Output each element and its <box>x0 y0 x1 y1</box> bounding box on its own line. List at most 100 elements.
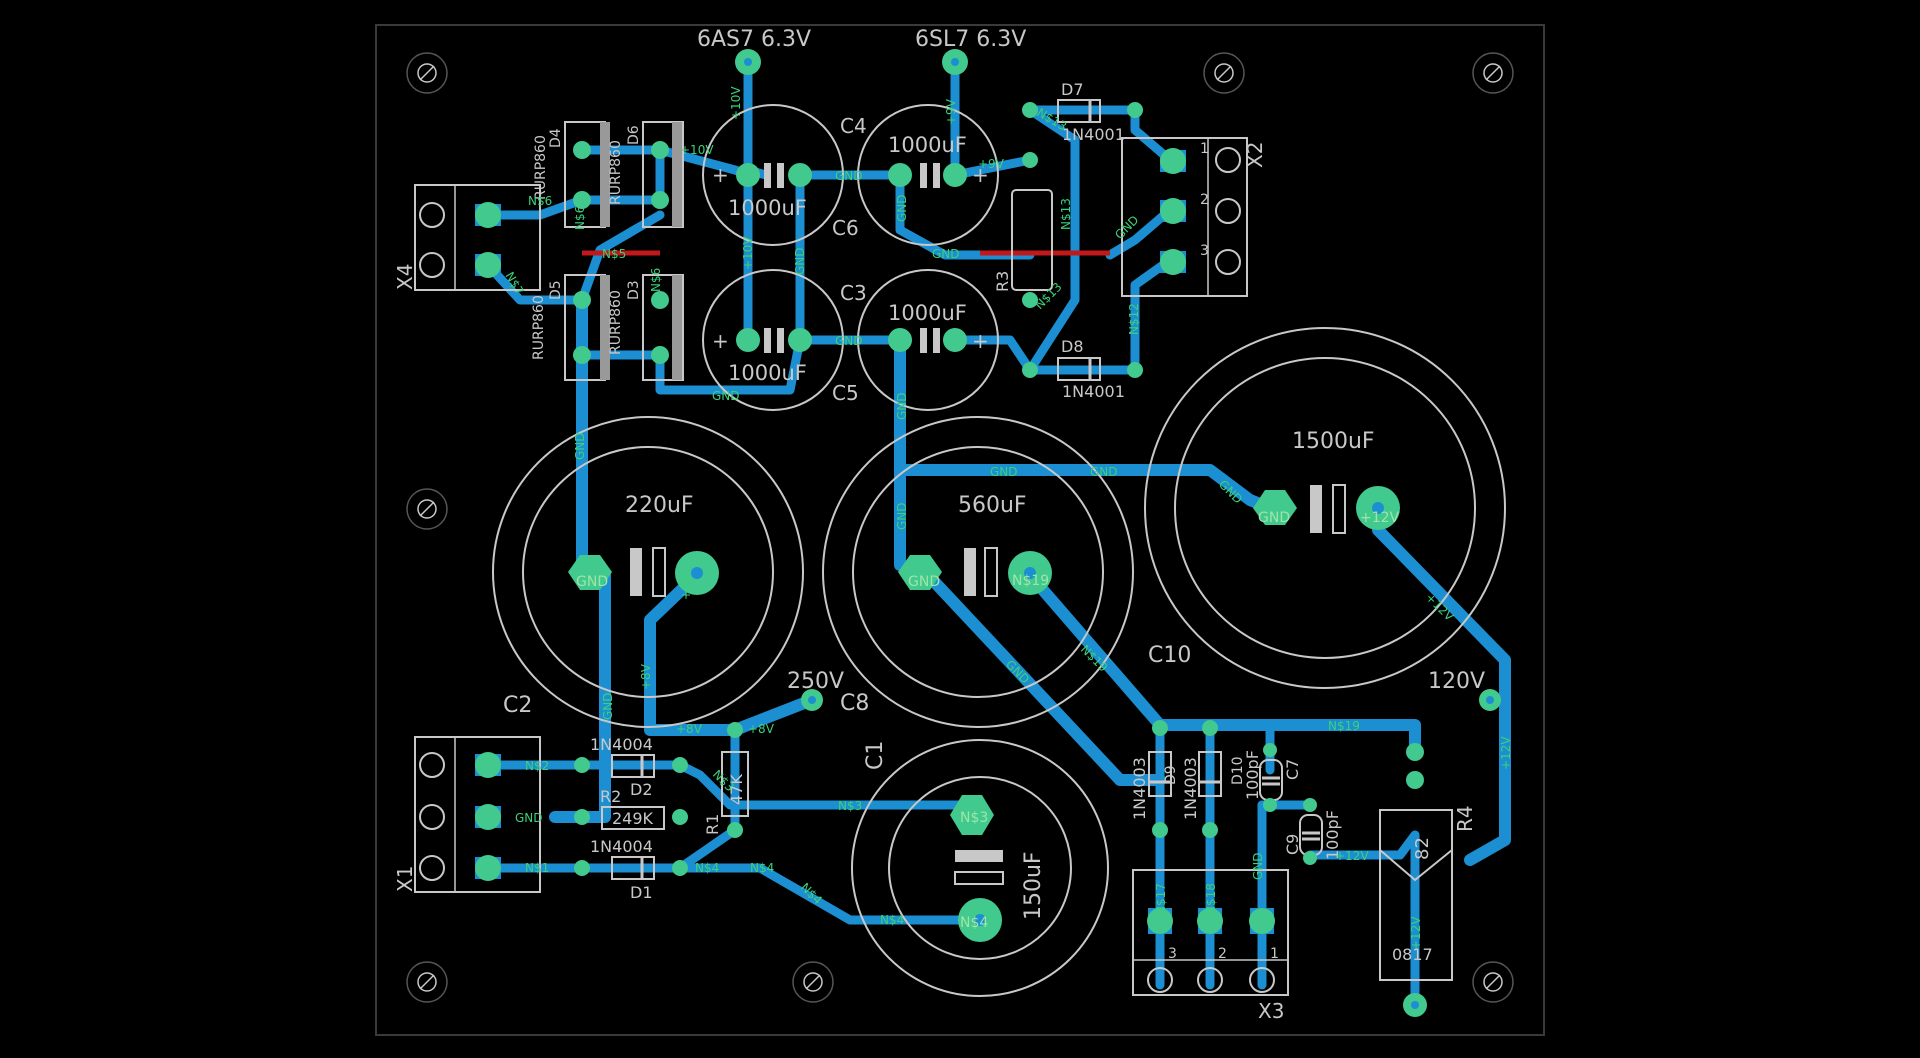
mounting-holes <box>406 52 1514 1003</box>
value-d5: RURP860 <box>531 295 547 360</box>
pin-label: 2 <box>1218 946 1227 962</box>
resistor-r1: 47K R1 <box>703 722 749 838</box>
svg-text:GND: GND <box>990 465 1018 479</box>
svg-text:GND: GND <box>835 169 863 183</box>
svg-text:N$4: N$4 <box>695 861 719 875</box>
svg-text:N$2: N$2 <box>525 759 549 773</box>
ref-d8: D8 <box>1061 337 1084 356</box>
ref-c7: C7 <box>1283 759 1302 780</box>
value-c4: 1000uF <box>888 133 967 157</box>
svg-text:+12V: +12V <box>1499 736 1513 770</box>
svg-text:GND: GND <box>835 334 863 348</box>
mounting-hole-icon <box>1472 52 1514 94</box>
ref-d4: D4 <box>548 128 564 148</box>
connector-x4: X4 <box>393 184 541 291</box>
diode-d10: 1N4003 D10 <box>1181 720 1246 838</box>
ref-d10: D10 <box>1230 756 1246 785</box>
svg-text:+8V: +8V <box>748 722 775 736</box>
value-c9: 100pF <box>1323 810 1342 860</box>
ref-x3: X3 <box>1258 999 1284 1023</box>
resistor-r3: R3 <box>993 152 1053 308</box>
svg-text:+: + <box>972 163 989 187</box>
value-c2: 220uF <box>625 493 694 518</box>
value-c6: 1000uF <box>728 196 807 220</box>
svg-text:GND: GND <box>601 692 615 720</box>
ref-c5: C5 <box>832 381 859 405</box>
ref-x2: X2 <box>1243 142 1267 168</box>
capacitor-c6: + 1000uF C6 <box>702 104 859 246</box>
ref-c2: C2 <box>503 693 532 718</box>
capacitor-c7: 100pF C7 <box>1243 743 1302 812</box>
value-d3: RURP860 <box>608 290 624 355</box>
svg-text:+8V: +8V <box>676 722 703 736</box>
capacitor-c10: GND N$19 560uF C10 <box>822 416 1191 728</box>
svg-text:+: + <box>712 163 729 187</box>
value-c5: 1000uF <box>728 361 807 385</box>
svg-text:N$4: N$4 <box>960 915 988 931</box>
diode-d2: 1N4004 D2 <box>574 735 688 799</box>
value-c10: 560uF <box>958 493 1027 518</box>
connector-x3: 3 2 1 X3 <box>1132 869 1289 1023</box>
svg-text:GND: GND <box>1258 510 1290 526</box>
svg-text:N$17: N$17 <box>1154 883 1168 915</box>
capacitor-c1: N$3 N$4 150uF C1 <box>851 739 1109 997</box>
value-d8: 1N4001 <box>1062 382 1125 401</box>
pin-label: 2 <box>1200 192 1209 208</box>
code-r4: 0817 <box>1392 945 1433 964</box>
label-6as7: 6AS7 6.3V <box>697 27 811 52</box>
capacitor-c11: GND +12V 1500uF <box>1144 327 1506 689</box>
svg-text:+10V: +10V <box>729 86 743 120</box>
svg-text:N$18: N$18 <box>1204 883 1218 915</box>
svg-text:GND: GND <box>793 247 807 275</box>
value-d7: 1N4001 <box>1062 125 1125 144</box>
value-c7: 100pF <box>1243 750 1262 800</box>
ref-r4: R4 <box>1453 805 1477 832</box>
value-c11: 1500uF <box>1292 429 1375 454</box>
diode-d7: D7 1N4001 <box>1022 80 1143 144</box>
svg-text:+8V: +8V <box>639 663 653 690</box>
label-6sl7: 6SL7 6.3V <box>915 27 1026 52</box>
svg-text:+: + <box>712 329 729 353</box>
svg-text:N$6: N$6 <box>528 194 552 208</box>
svg-text:N$13: N$13 <box>1032 280 1064 312</box>
mounting-hole-icon <box>406 52 448 94</box>
board-outline <box>375 24 1545 1036</box>
svg-text:N$13: N$13 <box>1059 198 1073 230</box>
capacitor-c9: 100pF C9 <box>1283 798 1342 865</box>
ref-c6: C6 <box>832 216 859 240</box>
diode-d3: D3 RURP860 <box>608 274 684 381</box>
pin-label: 1 <box>1270 946 1279 962</box>
connector-x1: X1 <box>393 736 541 893</box>
svg-text:+12V: +12V <box>1360 510 1400 526</box>
svg-text:N$19: N$19 <box>1328 719 1360 733</box>
svg-text:GND: GND <box>1216 477 1245 506</box>
value-d10: 1N4003 <box>1181 757 1200 820</box>
value-r2: 249K <box>612 809 654 828</box>
mounting-hole-icon <box>1203 52 1245 94</box>
mounting-hole-icon <box>1472 961 1514 1003</box>
ref-c1: C1 <box>863 741 888 770</box>
ref-d1: D1 <box>630 883 653 902</box>
svg-text:+8V: +8V <box>679 573 693 600</box>
capacitor-c5: + 1000uF C5 <box>702 269 859 411</box>
mounting-hole-icon <box>792 961 834 1003</box>
value-d9: 1N4003 <box>1130 757 1149 820</box>
svg-text:+12V: +12V <box>1335 849 1369 863</box>
svg-text:N$4: N$4 <box>750 861 774 875</box>
svg-text:GND: GND <box>1090 465 1118 479</box>
pin-label: 3 <box>1168 946 1177 962</box>
svg-text:GND: GND <box>895 502 909 530</box>
svg-text:GND: GND <box>1251 852 1265 880</box>
capacitor-c3: + 1000uF C3 <box>840 269 999 411</box>
diode-d4: D4 RURP860 <box>533 121 610 228</box>
svg-text:N$1: N$1 <box>525 861 549 875</box>
svg-text:+9V: +9V <box>944 98 958 125</box>
svg-text:GND: GND <box>712 389 740 403</box>
capacitor-c2: GND 220uF C2 <box>492 416 804 728</box>
ref-d2: D2 <box>630 780 653 799</box>
svg-text:+9V: +9V <box>978 157 1005 171</box>
svg-text:GND: GND <box>932 247 960 261</box>
ref-d7: D7 <box>1061 80 1084 99</box>
diode-d9: 1N4003 D9 <box>1130 720 1179 838</box>
